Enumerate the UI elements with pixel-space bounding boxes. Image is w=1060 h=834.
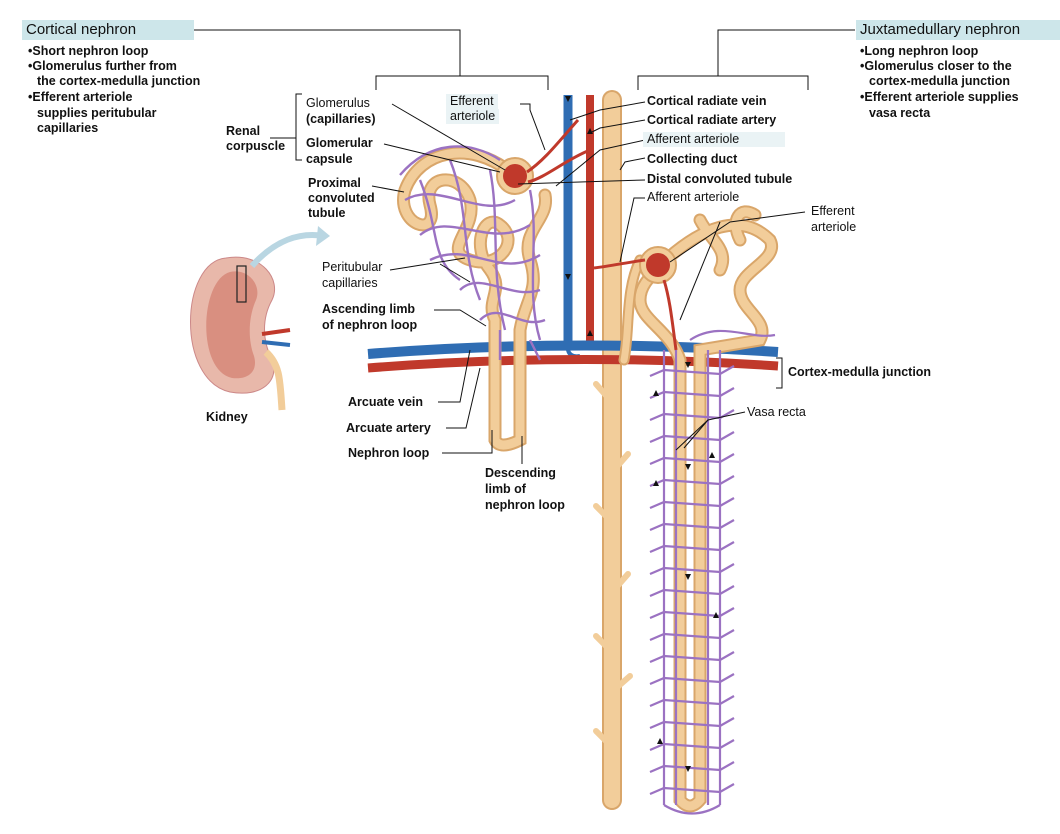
cortical-radiate-vessels <box>563 95 594 359</box>
label-pct-1: Proximal <box>308 176 361 190</box>
vasa-recta-rung <box>649 475 735 488</box>
label-descending-limb-1: Descending <box>485 466 556 480</box>
cortical-bullet-list-2: Efferent arteriole <box>28 90 132 105</box>
label-renal-corpuscle-2: corpuscle <box>226 139 286 153</box>
label-descending-limb-2: limb of <box>485 482 526 496</box>
juxta-bullet-list-2: Efferent arteriole supplies <box>860 90 1018 105</box>
vasa-recta-rung <box>649 607 735 620</box>
kidney-thumbnail <box>190 226 330 411</box>
label-cortex-medulla-junction: Cortex-medulla junction <box>788 365 932 379</box>
vasa-recta-rung <box>649 387 735 400</box>
vasa-recta-rung <box>649 563 735 576</box>
label-efferent-arteriole-right-2: arteriole <box>811 220 857 234</box>
cortical-bullet-list: Short nephron loop Glomerulus further fr… <box>28 44 177 74</box>
vasa-recta-rung <box>649 541 735 554</box>
vasa-recta-rung <box>649 409 735 422</box>
juxta-bullet-3-cont: vasa recta <box>869 106 931 120</box>
vasa-recta-rung <box>649 651 735 664</box>
label-arcuate-artery: Arcuate artery <box>346 421 431 435</box>
vasa-recta-rung <box>649 431 735 444</box>
vasa-recta-rung <box>649 761 735 774</box>
cortical-bullet-2: Glomerulus further from <box>28 59 176 74</box>
cortical-nephron-header: Cortical nephron <box>22 20 194 40</box>
vasa-recta-rung <box>649 585 735 598</box>
label-ascending-limb-1: Ascending limb <box>322 302 416 316</box>
label-efferent-arteriole-left-1: Efferent <box>446 94 498 109</box>
cortical-bullet-3-cont-a: supplies peritubular <box>37 106 157 120</box>
cortical-nephron-tubules <box>397 146 553 452</box>
vasa-recta-rung <box>649 717 735 730</box>
vasa-recta-rung <box>649 497 735 510</box>
peritubular-capillary-mesh <box>399 145 546 361</box>
juxta-bullet-2: Glomerulus closer to the <box>860 59 1011 74</box>
vasa-recta-mesh <box>649 329 776 815</box>
vasa-recta-rung <box>649 365 735 378</box>
label-cortical-radiate-vein: Cortical radiate vein <box>647 94 767 108</box>
vasa-recta-rung <box>649 629 735 642</box>
label-afferent-arteriole-top: Afferent arteriole <box>643 132 785 147</box>
label-pct-2: convoluted <box>308 191 375 205</box>
label-vasa-recta: Vasa recta <box>747 405 806 419</box>
juxtamedullary-glomerulus <box>593 246 678 351</box>
label-pct-3: tubule <box>308 206 346 220</box>
label-glomerulus: Glomerulus <box>306 96 370 110</box>
vasa-recta-rung <box>649 783 735 796</box>
label-nephron-loop: Nephron loop <box>348 446 430 460</box>
vasa-recta-rung <box>649 453 735 466</box>
juxtamedullary-nephron-header: Juxtamedullary nephron <box>856 20 1060 40</box>
cortical-bullet-1: Short nephron loop <box>28 44 177 59</box>
label-capillaries: (capillaries) <box>306 112 376 126</box>
label-cortical-radiate-artery: Cortical radiate artery <box>647 113 777 127</box>
label-renal-corpuscle-1: Renal <box>226 124 261 138</box>
flow-arrows <box>565 96 719 772</box>
label-ascending-limb-2: of nephron loop <box>322 318 418 332</box>
label-dct: Distal convoluted tubule <box>647 172 793 186</box>
label-peritubular-1: Peritubular <box>322 260 383 274</box>
vasa-recta-rung <box>649 673 735 686</box>
label-afferent-arteriole-right: Afferent arteriole <box>647 190 740 204</box>
collecting-duct <box>593 90 633 810</box>
label-arcuate-vein: Arcuate vein <box>348 395 424 409</box>
juxta-bullet-1: Long nephron loop <box>860 44 1012 59</box>
label-descending-limb-3: nephron loop <box>485 498 565 512</box>
juxtamedullary-nephron-tubules <box>618 205 779 813</box>
juxta-bullet-2-cont: cortex-medulla junction <box>869 74 1010 88</box>
juxta-bullet-3: Efferent arteriole supplies <box>860 90 1018 105</box>
vasa-recta-rung <box>649 695 735 708</box>
label-glomerular-capsule-1: Glomerular <box>306 136 373 150</box>
vasa-recta-rung <box>649 739 735 752</box>
label-collecting-duct: Collecting duct <box>647 152 738 166</box>
leader-lines <box>190 29 855 464</box>
cortical-bullet-3: Efferent arteriole <box>28 90 132 105</box>
label-efferent-arteriole-right-1: Efferent <box>811 204 855 218</box>
vasa-recta-rung <box>649 519 735 532</box>
label-kidney: Kidney <box>206 410 248 424</box>
label-efferent-arteriole-left-2: arteriole <box>446 109 500 124</box>
cortical-bullet-2-cont: the cortex-medulla junction <box>37 74 201 88</box>
cortical-glomerulus <box>496 118 591 195</box>
juxta-bullet-list: Long nephron loop Glomerulus closer to t… <box>860 44 1012 74</box>
label-peritubular-2: capillaries <box>322 276 378 290</box>
label-glomerular-capsule-2: capsule <box>306 152 353 166</box>
cortical-bullet-3-cont-b: capillaries <box>37 121 99 135</box>
